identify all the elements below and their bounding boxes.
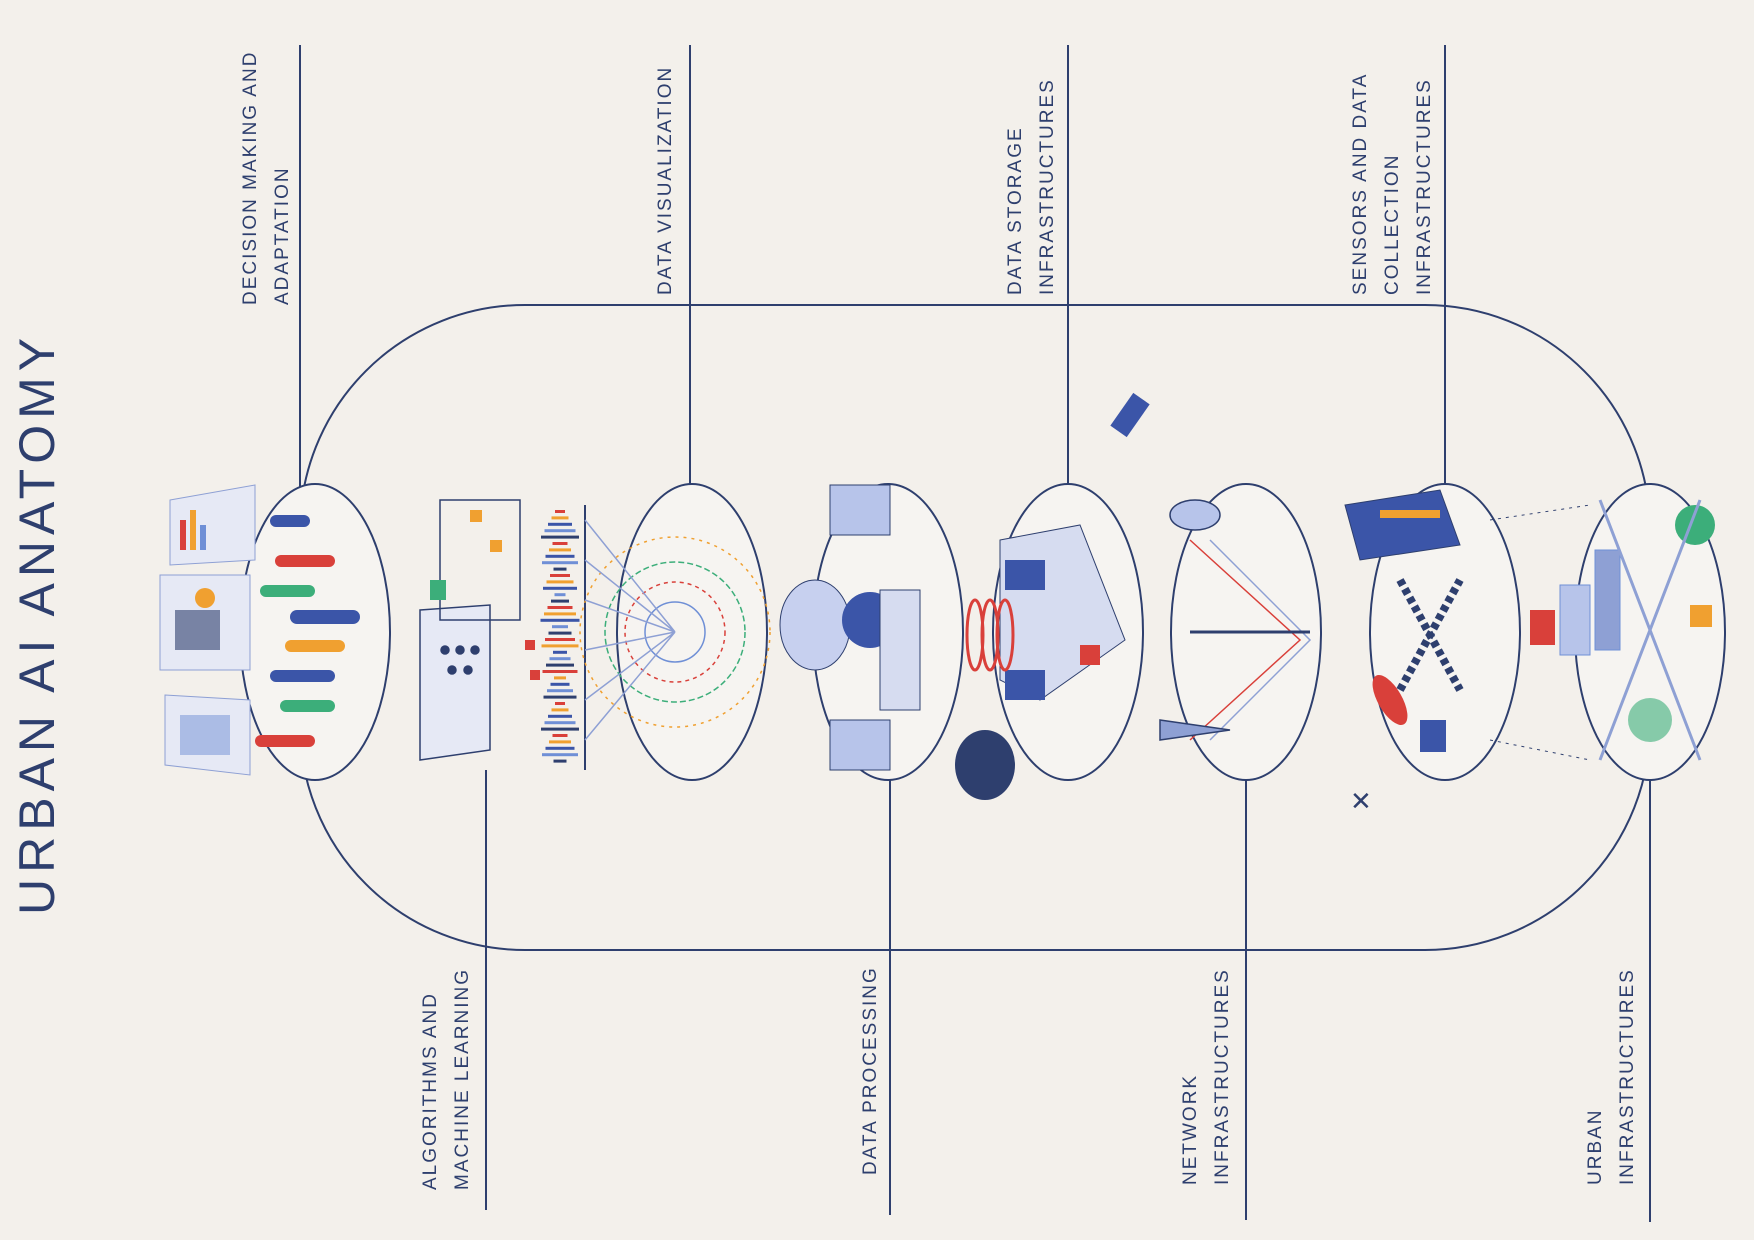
visualization-rings bbox=[579, 519, 771, 741]
visualization-bar bbox=[540, 618, 580, 622]
visualization-bar bbox=[549, 548, 571, 552]
visualization-bar bbox=[553, 759, 567, 763]
processing-illustration bbox=[779, 484, 921, 771]
visualization-bar bbox=[552, 542, 568, 545]
visualization-bar bbox=[542, 670, 578, 673]
visualization-bar bbox=[546, 580, 574, 584]
label-decision-making: DECISION MAKING AND ADAPTATION bbox=[240, 50, 293, 305]
label-urban: URBAN INFRASTRUCTURES bbox=[1585, 968, 1638, 1185]
visualization-bar bbox=[549, 657, 571, 661]
layer-disks bbox=[239, 483, 1726, 781]
visualization-bar bbox=[550, 574, 570, 577]
visualization-bar bbox=[548, 522, 572, 526]
visualization-bar bbox=[546, 663, 574, 667]
visualization-bar bbox=[543, 586, 577, 590]
antenna-tower-icon bbox=[1159, 719, 1231, 741]
visualization-bar bbox=[548, 714, 572, 718]
visualization-bar bbox=[545, 554, 575, 558]
visualization-bar bbox=[551, 599, 569, 603]
visualization-bar bbox=[544, 612, 576, 616]
sensors-illustration: ✕ bbox=[1344, 489, 1464, 816]
server-block bbox=[829, 719, 891, 771]
visualization-bar bbox=[542, 753, 578, 757]
urban-illustration bbox=[1489, 499, 1715, 761]
label-data-visualization: DATA VISUALIZATION bbox=[655, 65, 676, 295]
visualization-bar bbox=[554, 593, 566, 597]
car-icon bbox=[1372, 675, 1408, 725]
disk-visualization bbox=[616, 483, 768, 781]
cloud-icon bbox=[955, 730, 1015, 800]
visualization-bar bbox=[552, 625, 568, 629]
satellite-icon bbox=[1110, 392, 1150, 438]
satellite-dish-icon bbox=[1169, 499, 1221, 531]
visualization-bar bbox=[551, 708, 569, 712]
visualization-bar bbox=[553, 650, 567, 654]
connector-lines bbox=[299, 45, 1651, 1222]
label-network: NETWORK INFRASTRUCTURES bbox=[1180, 968, 1233, 1185]
visualization-bar bbox=[553, 567, 567, 571]
sensor-building bbox=[1344, 489, 1461, 561]
label-sensors: SENSORS AND DATA COLLECTION INFRASTRUCTU… bbox=[1350, 72, 1435, 295]
visualization-bar bbox=[555, 510, 565, 513]
network-illustration bbox=[1159, 499, 1312, 741]
visualization-bar bbox=[552, 734, 568, 737]
visualization-bar bbox=[550, 682, 570, 686]
visualization-bar bbox=[555, 702, 565, 705]
visualization-bar bbox=[547, 606, 573, 609]
visualization-bar bbox=[545, 638, 575, 641]
visualization-bar bbox=[543, 695, 577, 699]
visualization-bar bbox=[545, 746, 575, 750]
algorithm-illustration bbox=[419, 499, 540, 761]
storage-illustration bbox=[955, 392, 1150, 800]
neural-net-panel bbox=[419, 604, 491, 761]
cpu-disk bbox=[779, 579, 851, 671]
visualization-bar bbox=[548, 631, 572, 635]
visualization-bar bbox=[549, 740, 571, 744]
visualization-bar bbox=[541, 535, 579, 539]
label-algorithms: ALGORITHMS AND MACHINE LEARNING bbox=[420, 967, 473, 1190]
label-data-storage: DATA STORAGE INFRASTRUCTURES bbox=[1005, 78, 1058, 295]
visualization-bar bbox=[551, 516, 569, 520]
decision-illustration bbox=[159, 484, 360, 776]
visualization-bar bbox=[542, 561, 578, 565]
visualization-bar bbox=[541, 727, 579, 731]
visualization-bar bbox=[544, 721, 576, 725]
drone-icon: ✕ bbox=[1350, 786, 1372, 816]
label-data-processing: DATA PROCESSING bbox=[860, 966, 881, 1175]
visualization-bar bbox=[544, 529, 576, 533]
people-group bbox=[255, 515, 360, 747]
disk-sensors bbox=[1369, 483, 1521, 781]
visualization-bar bbox=[541, 644, 579, 648]
visualization-bar bbox=[547, 689, 573, 693]
server-block bbox=[829, 484, 891, 536]
data-pipe bbox=[965, 598, 1015, 672]
visualization-bar bbox=[554, 676, 566, 680]
